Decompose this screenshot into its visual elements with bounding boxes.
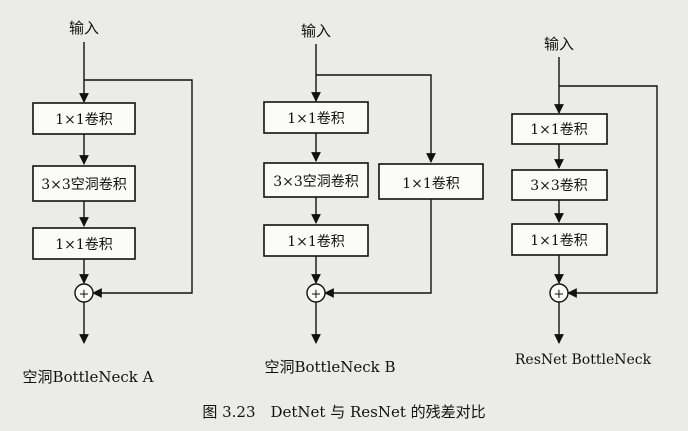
diagram-a-title: 空洞BottleNeck A: [23, 368, 154, 386]
skip-connection-a: [84, 79, 193, 298]
conv-block-3-a-label: 1×1卷积: [55, 237, 113, 253]
conv-block-2-b-label: 3×3空洞卷积: [273, 174, 359, 190]
conv-block-1-c-label: 1×1卷积: [530, 122, 588, 138]
conv-block-1-b-label: 1×1卷积: [287, 111, 345, 127]
diagram-a: 输入 1×1卷积 3×3空洞卷积 1×1卷积 + 空洞BottleNeck A: [23, 19, 193, 386]
skip-connection-c: [559, 85, 658, 298]
conv-block-3-c: [511, 223, 608, 256]
conv-block-1-a: [32, 102, 136, 135]
conv-block-3-b: [263, 224, 369, 257]
input-label-a: 输入: [69, 19, 99, 37]
figure-caption: 图 3.23 DetNet 与 ResNet 的残差对比: [202, 403, 485, 421]
shortcut-path-to-conv-b: [316, 74, 436, 163]
conv-block-2-c-label: 3×3卷积: [530, 178, 588, 194]
sum-symbol-b: +: [311, 287, 322, 302]
conv-block-3-a: [32, 227, 136, 260]
diagram-c-title: ResNet BottleNeck: [515, 352, 652, 368]
shortcut-conv-block-b-label: 1×1卷积: [402, 176, 460, 192]
diagram-c: 输入 1×1卷积 3×3卷积 1×1卷积 + ResNet BottleNeck: [511, 35, 658, 368]
conv-block-3-c-label: 1×1卷积: [530, 233, 588, 249]
conv-block-3-b-label: 1×1卷积: [287, 234, 345, 250]
conv-block-1-a-label: 1×1卷积: [55, 112, 113, 128]
diagram-b: 输入 1×1卷积 3×3空洞卷积 1×1卷积 1×1卷积 + 空洞BottleN…: [263, 22, 484, 376]
shortcut-path-to-sum-b: [324, 199, 432, 298]
diagram-b-title: 空洞BottleNeck B: [264, 358, 395, 376]
conv-block-2-c: [511, 169, 608, 201]
sum-symbol-a: +: [79, 287, 90, 302]
conv-block-2-a: [32, 165, 136, 202]
sum-symbol-c: +: [554, 287, 565, 302]
input-label-b: 输入: [301, 22, 331, 40]
conv-block-2-a-label: 3×3空洞卷积: [41, 177, 127, 193]
input-label-c: 输入: [544, 35, 574, 53]
conv-block-1-b: [263, 101, 369, 134]
